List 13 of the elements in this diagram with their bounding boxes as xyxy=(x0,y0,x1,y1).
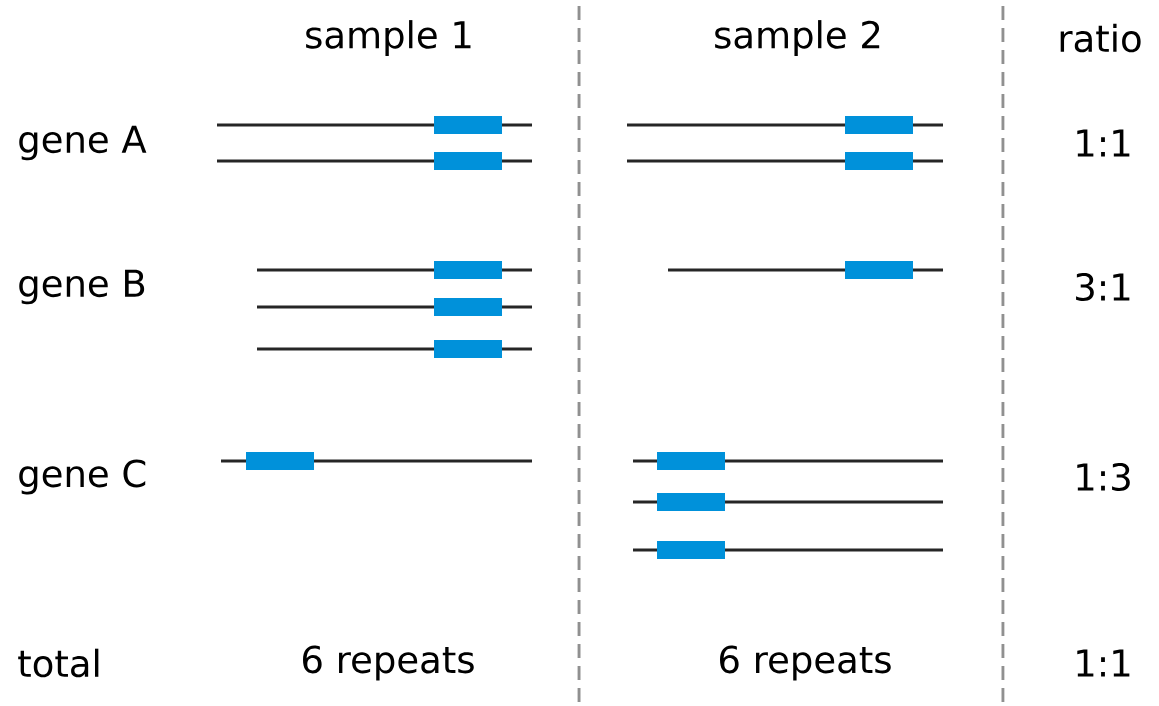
column-heading: sample 1 xyxy=(306,20,471,56)
ratio-value: 1:3 xyxy=(1077,463,1130,491)
repeat-count: 6 repeats xyxy=(303,645,474,681)
ratio-value: 1:1 xyxy=(1077,129,1130,157)
repeat-count: 6 repeats xyxy=(720,645,891,681)
column-heading: ratio xyxy=(1060,23,1141,53)
ratio-value: 3:1 xyxy=(1076,273,1130,301)
row-label: total xyxy=(18,648,99,678)
ratio-value: 1:1 xyxy=(1077,649,1130,677)
column-heading: sample 2 xyxy=(715,20,880,56)
row-label: gene C xyxy=(19,459,146,495)
row-label: gene A xyxy=(19,125,147,161)
row-label: gene B xyxy=(19,269,145,305)
